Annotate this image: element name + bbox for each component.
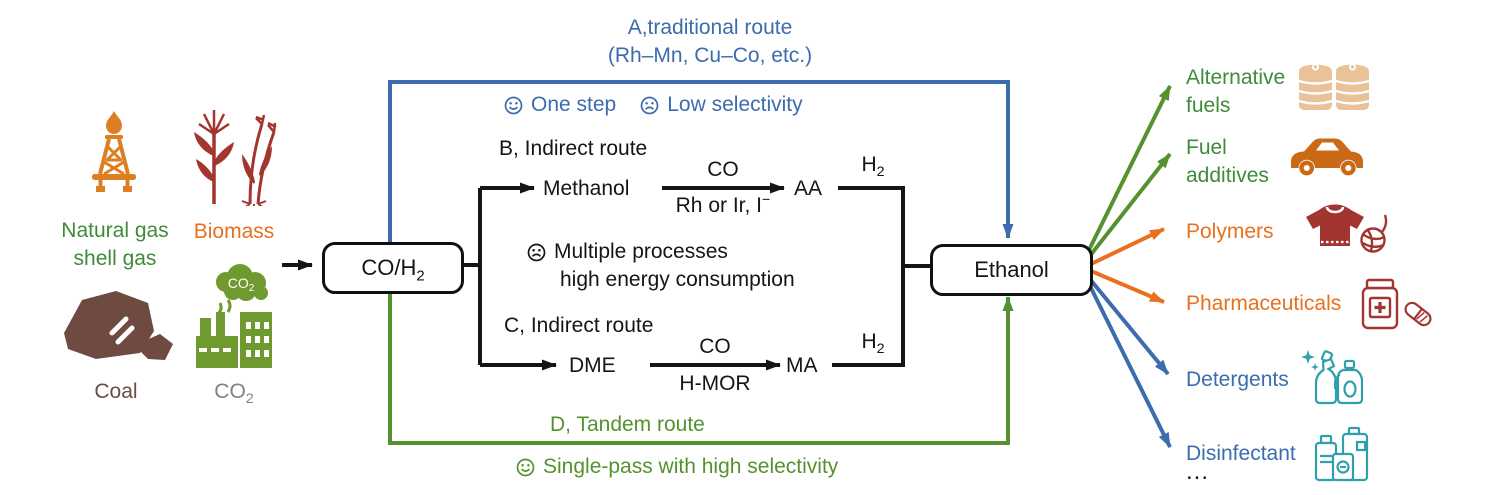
co2-label-sub: 2 (245, 391, 254, 408)
factory-building (196, 312, 272, 368)
route-c-reagent-above: CO (699, 335, 731, 358)
oil-barrels-icon (1298, 63, 1370, 110)
fuel-additives-label: Fuel additives (1186, 136, 1269, 187)
route-c-ma: MA (786, 354, 818, 377)
co2-factory-icon: CO2 (196, 264, 272, 368)
arrow-fuel-additives (1087, 152, 1172, 259)
co2-cloud (216, 264, 268, 301)
route-a-notes: One step Low selectivity (504, 93, 803, 117)
ethanol-box: Ethanol (930, 244, 1093, 296)
route-a-title: A,traditional route (Rh–Mn, Cu–Co, etc.) (420, 14, 1000, 70)
route-b-h2: H2 (861, 153, 885, 181)
biomass-label: Biomass (193, 220, 275, 243)
natural-gas-line1: Natural gas (61, 219, 169, 242)
syngas-formula: CO/H2 (361, 255, 425, 285)
route-c-dme: DME (569, 354, 616, 377)
disinfectant-bottles-icon (1314, 426, 1369, 482)
detergent-bottles-icon (1301, 350, 1364, 405)
route-bc-cons: Multiple processes (527, 240, 728, 264)
route-d-title: D, Tandem route (550, 413, 705, 436)
route-a-title-line2: (Rh–Mn, Cu–Co, etc.) (607, 44, 813, 67)
product-arrows (1087, 85, 1172, 448)
route-a-title-line1: A,traditional route (627, 16, 793, 39)
frowny-face-icon (640, 96, 659, 114)
biomass-plants-icon (194, 110, 277, 206)
route-b-catalyst: Rh or Ir, I− (675, 192, 771, 217)
smiley-face-icon (516, 458, 535, 476)
natural-gas-line2: shell gas (73, 247, 157, 270)
route-c-catalyst: H-MOR (679, 372, 751, 395)
route-b-aa: AA (794, 177, 823, 200)
route-a-con: Low selectivity (667, 93, 803, 116)
coal-label: Coal (94, 380, 138, 403)
route-b-reagent-above: CO (707, 158, 739, 181)
medicine-jar-and-capsule-icon (1361, 278, 1432, 330)
arrow-polymers (1090, 227, 1165, 266)
arrow-detergents (1087, 276, 1170, 376)
factory-windows (199, 322, 269, 357)
oil-derrick-icon (92, 111, 136, 192)
route-c-h2: H2 (861, 330, 885, 358)
syngas-box: CO/H2 (322, 242, 464, 294)
route-d-pro-row: Single-pass with high selectivity (516, 455, 838, 479)
pharmaceuticals-label: Pharmaceuticals (1186, 292, 1342, 315)
detergents-label: Detergents (1186, 368, 1289, 391)
arrow-pharma (1090, 269, 1165, 304)
route-b-title: B, Indirect route (499, 137, 648, 160)
ethanol-label: Ethanol (974, 257, 1049, 282)
co2-label-main: CO (214, 380, 246, 403)
arrow-alt-fuels (1087, 85, 1172, 251)
disinfectant-label: Disinfectant (1186, 442, 1296, 465)
co2-cloud-label: CO2 (228, 275, 255, 294)
alt-fuels-label: Alternative fuels (1186, 66, 1286, 117)
coal-rocks-icon (64, 291, 173, 360)
arrow-disinfectant (1087, 283, 1172, 448)
route-c-title: C, Indirect route (504, 314, 654, 337)
polymers-label: Polymers (1186, 220, 1274, 243)
more-products-ellipsis: ... (1186, 458, 1210, 485)
route-bc-con-line2: high energy consumption (560, 268, 795, 291)
sweater-and-yarn-icon (1306, 204, 1388, 253)
route-a-pro: One step (531, 93, 617, 116)
natural-gas-label: Natural gas shell gas (38, 217, 192, 273)
route-bc-con-line1: Multiple processes (554, 240, 728, 263)
car-icon (1291, 138, 1363, 176)
smiley-face-icon (504, 96, 523, 114)
frowny-face-icon (527, 243, 546, 261)
route-d-pro: Single-pass with high selectivity (543, 455, 839, 478)
route-b-methanol: Methanol (543, 177, 630, 200)
co2-label: CO2 (192, 379, 276, 408)
